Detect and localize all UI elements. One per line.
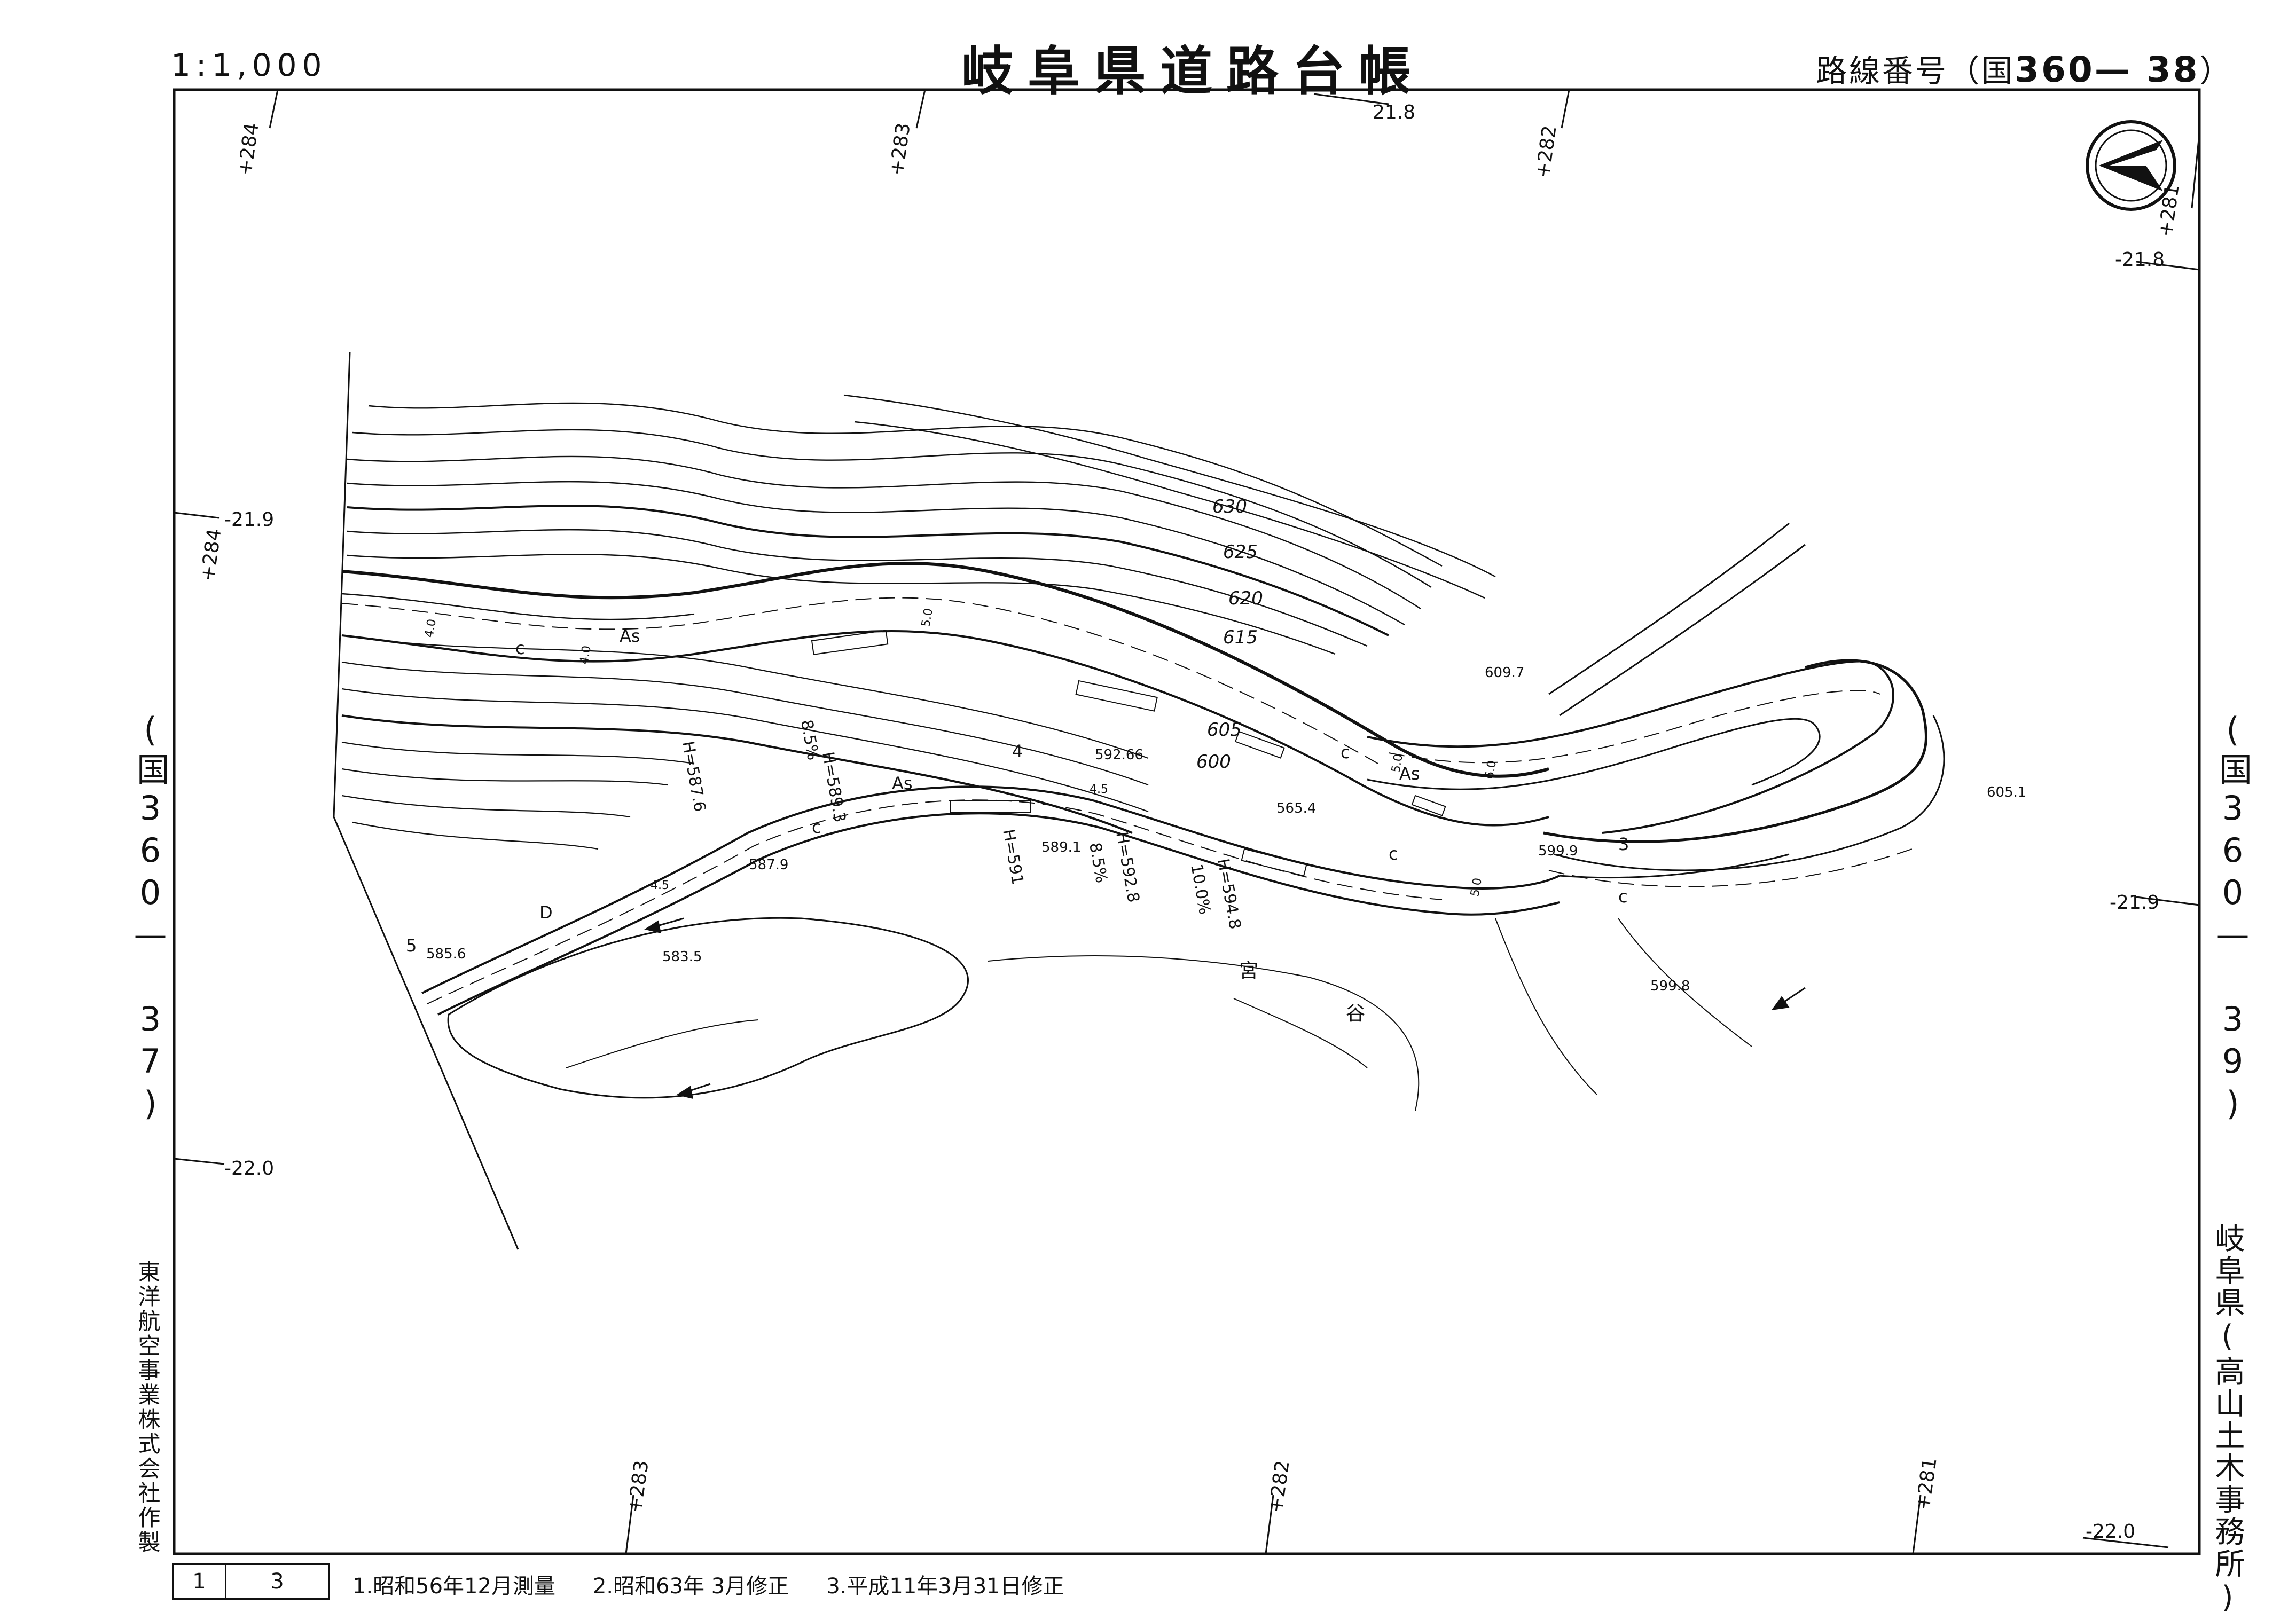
- road-lower: [421, 785, 1790, 1016]
- grid-label: -21.9: [224, 509, 274, 531]
- sheet-no: 1: [174, 1565, 226, 1598]
- spot-height: 587.9: [749, 857, 788, 873]
- width-label: 4.5: [651, 879, 669, 892]
- place-name: 谷: [1346, 1003, 1365, 1025]
- road-mark: c: [1618, 886, 1628, 907]
- grid-label: -22.0: [224, 1158, 274, 1179]
- road-mark: c: [812, 817, 821, 837]
- sheet-index: 1 3: [172, 1563, 330, 1600]
- grid-label: -21.9: [2110, 892, 2159, 914]
- route-number-value: 360— 38: [2015, 49, 2200, 90]
- road-mark: 3: [1618, 834, 1629, 854]
- grid-label: +283: [886, 122, 914, 177]
- grid-label: +284: [197, 528, 225, 583]
- gradient-label: 8.5%: [797, 718, 822, 761]
- gradient-label: 10.0%: [1187, 862, 1214, 916]
- grid-label: +281: [1912, 1457, 1941, 1512]
- spot-height: 583.5: [662, 949, 702, 965]
- grid-label: +281: [2154, 183, 2183, 239]
- height-label: H=591: [999, 828, 1027, 886]
- road-main: [341, 562, 1549, 827]
- grid-label: -21.8: [2115, 249, 2165, 271]
- adjacent-sheet-left[interactable]: (国360— 37): [131, 710, 170, 1126]
- map-frame: [173, 88, 2201, 1555]
- gradient-label: 8.5%: [1085, 841, 1111, 884]
- road-mark: c: [515, 638, 525, 658]
- revision-note: 1.昭和56年12月測量: [352, 1574, 555, 1599]
- contour-lines: [347, 394, 1496, 655]
- height-label: H=594.8: [1213, 857, 1244, 931]
- river: [447, 917, 1752, 1111]
- road-surface-label: As: [620, 626, 640, 646]
- grid-label: +282: [1265, 1459, 1294, 1515]
- spot-height: 599.8: [1650, 978, 1690, 994]
- revision-notes: 1.昭和56年12月測量 2.昭和63年 3月修正 3.平成11年3月31日修正: [352, 1569, 1064, 1600]
- office-name: 岐阜県(高山土木事務所): [2210, 1223, 2245, 1617]
- route-number: 路線番号（国360— 38）: [1816, 46, 2233, 91]
- road-mark: c: [1389, 844, 1398, 864]
- route-prefix: 路線番号（国: [1816, 53, 2015, 89]
- contour-label: 625: [1223, 541, 1258, 563]
- spot-height: 592.66: [1095, 747, 1143, 763]
- width-label: 4.5: [1090, 783, 1108, 796]
- road-mark: c: [1341, 742, 1350, 762]
- hatched-structures: [811, 630, 1446, 877]
- grid-label: +284: [234, 122, 263, 177]
- spot-height: 589.1: [1041, 839, 1081, 855]
- adjacent-sheet-right[interactable]: (国360— 39): [2213, 710, 2252, 1126]
- place-name: 宮: [1239, 960, 1258, 982]
- road-mark: 5: [406, 935, 417, 956]
- sheet-total: 3: [270, 1569, 284, 1594]
- grid-label: 21.8: [1373, 101, 1415, 123]
- road-surface-label: As: [1399, 764, 1420, 784]
- map-scale: 1:1,000: [171, 47, 327, 83]
- contour-label: 605: [1207, 719, 1242, 741]
- contour-label: 615: [1223, 627, 1258, 648]
- grid-label: +283: [624, 1459, 653, 1515]
- height-label: H=587.6: [678, 740, 709, 813]
- road-surface-label: As: [892, 773, 913, 793]
- road-mark: 4: [1012, 741, 1023, 761]
- grid-label: -22.0: [2086, 1521, 2135, 1543]
- width-label: 5.0: [919, 607, 936, 628]
- width-label: 4.0: [577, 644, 594, 665]
- revision-note: 2.昭和63年 3月修正: [592, 1574, 789, 1599]
- spot-height: 585.6: [426, 946, 466, 962]
- spot-height: 599.9: [1538, 843, 1578, 859]
- width-label: 5.0: [1389, 753, 1406, 774]
- contour-label: 620: [1228, 588, 1263, 609]
- route-suffix: ）: [2199, 53, 2233, 89]
- north-arrow-icon: [2086, 120, 2176, 211]
- contour-label: 600: [1196, 751, 1231, 773]
- spot-height: 609.7: [1485, 665, 1524, 681]
- revision-note: 3.平成11年3月31日修正: [826, 1574, 1064, 1599]
- grid-label: +282: [1532, 124, 1561, 180]
- road-hairpin: [1367, 659, 1945, 887]
- contour-label: 630: [1212, 496, 1247, 517]
- spot-height: 605.1: [1987, 784, 2026, 800]
- spot-height: 565.4: [1276, 800, 1316, 816]
- road-mark: D: [539, 902, 553, 923]
- width-label: 6.0: [1483, 759, 1499, 780]
- flow-arrows: [644, 917, 1806, 1099]
- page-title: 岐阜県道路台帳: [961, 41, 1425, 102]
- grid-ticks: [174, 89, 2200, 1554]
- map-maker: 東洋航空事業株式会社作製: [135, 1260, 161, 1555]
- width-label: 5.0: [1468, 877, 1485, 898]
- height-label: H=592.8: [1112, 830, 1143, 904]
- width-label: 4.0: [422, 618, 439, 639]
